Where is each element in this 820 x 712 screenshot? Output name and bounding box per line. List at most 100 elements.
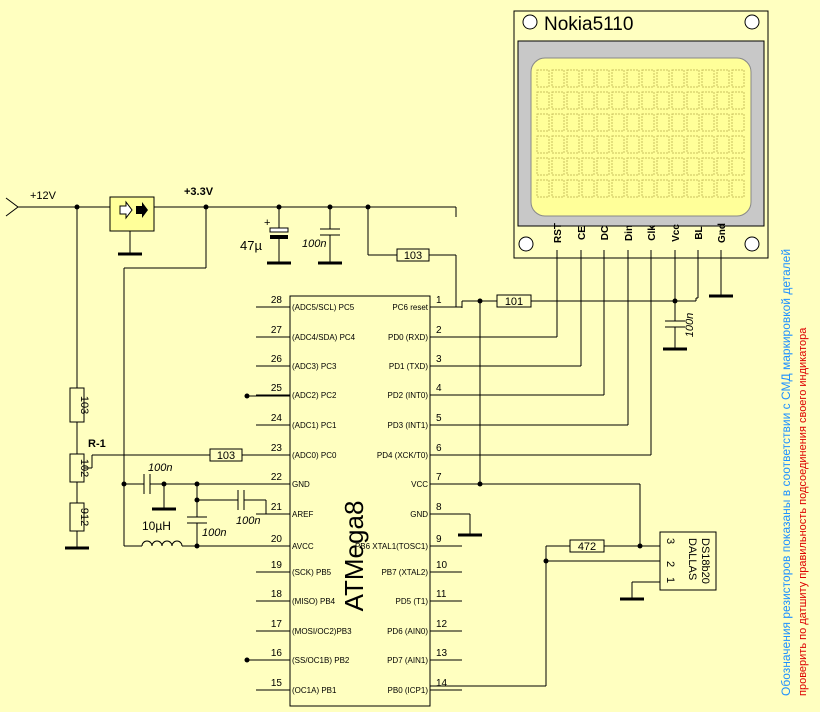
lcd-char-cell xyxy=(551,179,565,198)
lcd-char-cell xyxy=(716,69,730,88)
lcd-char-cell xyxy=(716,113,730,132)
lcd-char-cell xyxy=(641,157,655,176)
mcu-pin-number: 11 xyxy=(436,589,447,600)
inductor-icon xyxy=(141,540,183,547)
lcd-char-cell xyxy=(716,135,730,154)
lcd-char-cell xyxy=(686,113,700,132)
mcu-pin-label: AVCC xyxy=(292,542,314,551)
lcd-char-cell xyxy=(551,69,565,88)
mcu-pin-number: 28 xyxy=(271,295,283,306)
cap-47u-plate xyxy=(270,235,288,239)
cap-100n-label: 100n xyxy=(302,238,326,250)
lcd-char-cell xyxy=(581,157,595,176)
mcu-pin-label: AREF xyxy=(292,510,313,519)
lcd-wiring: 101 100n xyxy=(430,258,733,687)
cap-47u-plate xyxy=(269,227,289,233)
ds18b20-name: DS18b20 xyxy=(699,538,711,584)
input-arrow xyxy=(5,197,19,217)
lcd-screen xyxy=(530,57,752,217)
mcu-pin-label: PD7 (AIN1) xyxy=(387,656,428,665)
mcu-pin-number: 25 xyxy=(271,383,283,394)
lcd-char-cell xyxy=(656,179,670,198)
mcu-pin-number: 27 xyxy=(271,325,283,336)
mcu-pin-label: (ADC1) PC1 xyxy=(292,421,337,430)
mcu-pin-label: PB0 (ICP1) xyxy=(388,686,429,695)
mcu-pin-number: 14 xyxy=(436,678,448,689)
lcd-char-cell xyxy=(671,179,685,198)
lcd-char-cell xyxy=(656,157,670,176)
note-check-datasheet: проверить по датшиту правильность подсое… xyxy=(797,327,809,696)
lcd-pin-label: RST xyxy=(553,223,564,243)
mcu-pin-label: PD0 (RXD) xyxy=(388,333,428,342)
mcu-pin-number: 22 xyxy=(271,472,283,483)
cap-47u-label: 47µ xyxy=(240,238,262,253)
mcu-pin-number: 19 xyxy=(271,560,283,571)
lcd-char-cell xyxy=(596,179,610,198)
mcu-pin-number: 21 xyxy=(271,502,283,513)
lcd-char-cell xyxy=(626,69,640,88)
mcu-pin-label: (SCK) PB5 xyxy=(292,568,332,577)
lcd-char-cell xyxy=(536,157,550,176)
lcd-pin-label: Vcc xyxy=(671,224,682,242)
mcu-pin-label: VCC xyxy=(411,480,428,489)
lcd-pin-label: DC xyxy=(600,226,611,240)
mcu-pin-number: 26 xyxy=(271,354,283,365)
lcd-mount-hole xyxy=(744,236,760,252)
lcd-char-cell xyxy=(731,91,745,110)
lcd-char-cell xyxy=(566,157,580,176)
mcu-pin-label: GND xyxy=(410,510,428,519)
plus-label: + xyxy=(264,217,270,229)
cap-100n-label: 100n xyxy=(684,313,696,337)
mcu-pin-label: PD6 (AIN0) xyxy=(387,627,428,636)
mcu-pin-label: (OC1A) PB1 xyxy=(292,686,337,695)
ds18b20-pin: 2 xyxy=(664,561,676,567)
lcd-char-cell xyxy=(536,135,550,154)
mcu-pin-label: PD2 (INT0) xyxy=(388,391,429,400)
mcu-pin-label: GND xyxy=(292,480,310,489)
resistor-472-label: 472 xyxy=(578,541,596,553)
lcd-char-cell xyxy=(701,91,715,110)
lcd-char-cell xyxy=(716,157,730,176)
lcd-char-cell xyxy=(701,113,715,132)
mcu-pin-label: (MISO) PB4 xyxy=(292,597,336,606)
lcd-char-cell xyxy=(671,157,685,176)
lcd-char-cell xyxy=(581,91,595,110)
mcu-pin-number: 6 xyxy=(436,443,442,454)
lcd-char-cell xyxy=(596,69,610,88)
lcd-char-cell xyxy=(731,179,745,198)
lcd-pin-label: BL xyxy=(694,226,705,239)
lcd-mount-hole xyxy=(744,14,760,30)
lcd-char-cell xyxy=(626,113,640,132)
lcd-char-cell xyxy=(641,135,655,154)
voltage-regulator xyxy=(109,196,155,232)
lcd-char-cell xyxy=(551,135,565,154)
lcd-char-cell xyxy=(626,179,640,198)
lcd-char-cell xyxy=(536,91,550,110)
mcu-name: ATMega8 xyxy=(339,501,369,612)
lcd-char-cell xyxy=(701,69,715,88)
lcd-char-cell xyxy=(626,135,640,154)
lcd-char-cell xyxy=(551,157,565,176)
lcd-char-cell xyxy=(686,157,700,176)
mcu-pin-label: (SS/OC1B) PB2 xyxy=(292,656,350,665)
mcu-pin-number: 17 xyxy=(271,619,283,630)
lcd-char-cell xyxy=(716,179,730,198)
lcd-char-cell xyxy=(581,113,595,132)
lcd-char-cell xyxy=(551,113,565,132)
mcu-pin-number: 23 xyxy=(271,443,283,454)
lcd-char-cell xyxy=(731,135,745,154)
lcd-title: Nokia5110 xyxy=(544,14,633,35)
divider-section: 103 102 R-1 103 912 xyxy=(65,207,290,550)
lcd-char-cell xyxy=(686,135,700,154)
lcd-char-cell xyxy=(656,69,670,88)
mcu-pin-label: (MOSI/OC2)PB3 xyxy=(292,627,352,636)
lcd-char-cell xyxy=(566,91,580,110)
lcd-char-cell xyxy=(596,135,610,154)
resistor-103-divider-label: 103 xyxy=(78,396,90,414)
lcd-char-cell xyxy=(671,135,685,154)
lcd-char-cell xyxy=(626,91,640,110)
mcu-pin-number: 4 xyxy=(436,383,442,394)
lcd-pin-label: Clk xyxy=(647,225,658,241)
